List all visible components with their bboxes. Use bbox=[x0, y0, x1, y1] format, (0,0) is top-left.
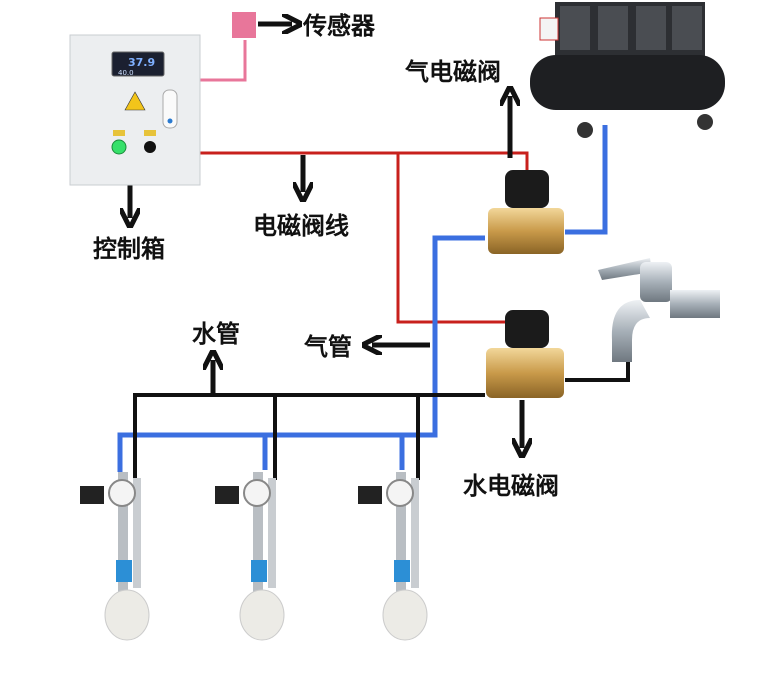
control-box: 37.9 40.0 bbox=[69, 34, 201, 186]
sensor-label: 传感器 bbox=[302, 12, 376, 40]
water-pipe bbox=[133, 360, 630, 480]
control-box-label: 控制箱 bbox=[93, 235, 165, 263]
display-bottom: 40.0 bbox=[118, 69, 134, 77]
faucet bbox=[598, 258, 720, 362]
power-indicator-icon bbox=[111, 139, 127, 155]
drinking-feeder bbox=[215, 472, 285, 641]
display-top: 37.9 bbox=[128, 56, 155, 69]
water-valve-label: 水电磁阀 bbox=[463, 472, 559, 500]
water-pipe-label: 水管 bbox=[192, 320, 240, 348]
valve-wire bbox=[200, 151, 529, 324]
air-pipe bbox=[117, 125, 608, 472]
air-pipe-label: 气管 bbox=[303, 333, 352, 361]
sensor-icon bbox=[232, 12, 256, 38]
air-valve-label: 气电磁阀 bbox=[404, 58, 501, 86]
drinking-feeder bbox=[358, 472, 428, 641]
sensor-wire bbox=[200, 40, 247, 82]
water-solenoid-valve bbox=[486, 310, 564, 398]
door-latch[interactable] bbox=[162, 89, 178, 129]
drinking-feeder bbox=[80, 472, 150, 641]
air-solenoid-valve bbox=[488, 170, 564, 254]
air-compressor bbox=[530, 2, 725, 138]
warning-icon bbox=[124, 91, 146, 111]
selector-switch[interactable] bbox=[144, 141, 156, 153]
valve-wire-label: 电磁阀线 bbox=[253, 212, 349, 240]
